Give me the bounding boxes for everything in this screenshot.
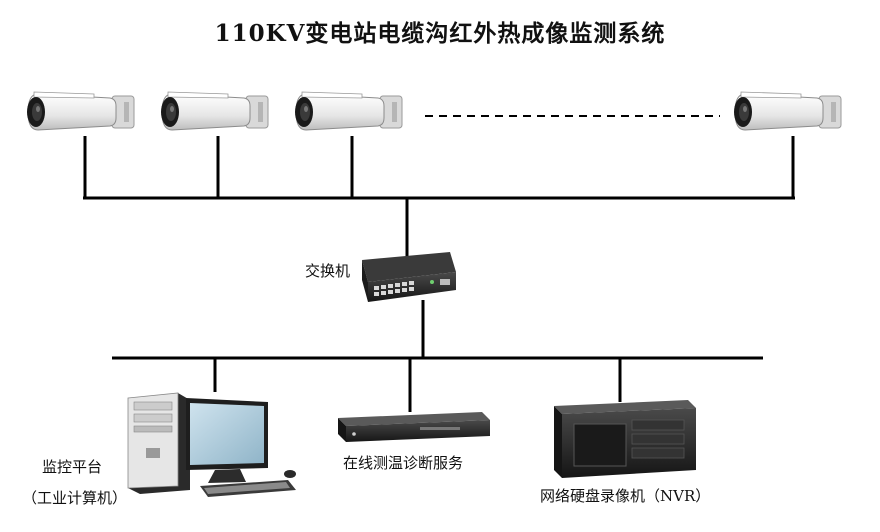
camera-icon-4 [733,91,842,131]
server-bus-lines [112,300,763,412]
industrial-computer-label: （工业计算机） [22,489,128,507]
camera-icon-3 [294,91,403,131]
network-switch-icon [362,252,456,302]
diagnosis-server-icon [338,412,490,442]
switch-label: 交换机 [305,262,351,280]
camera-icon-1 [26,91,135,131]
nvr-icon [554,400,696,478]
diagnosis-server-label: 在线测温诊断服务 [343,454,464,472]
computer-icon [127,392,296,497]
diagram-title: 110KV变电站电缆沟红外热成像监测系统 [214,20,666,47]
camera-icon-2 [160,91,269,131]
monitoring-platform-label: 监控平台 [42,458,103,476]
camera-bus-lines [83,136,795,256]
nvr-label: 网络硬盘录像机（NVR） [540,487,711,505]
